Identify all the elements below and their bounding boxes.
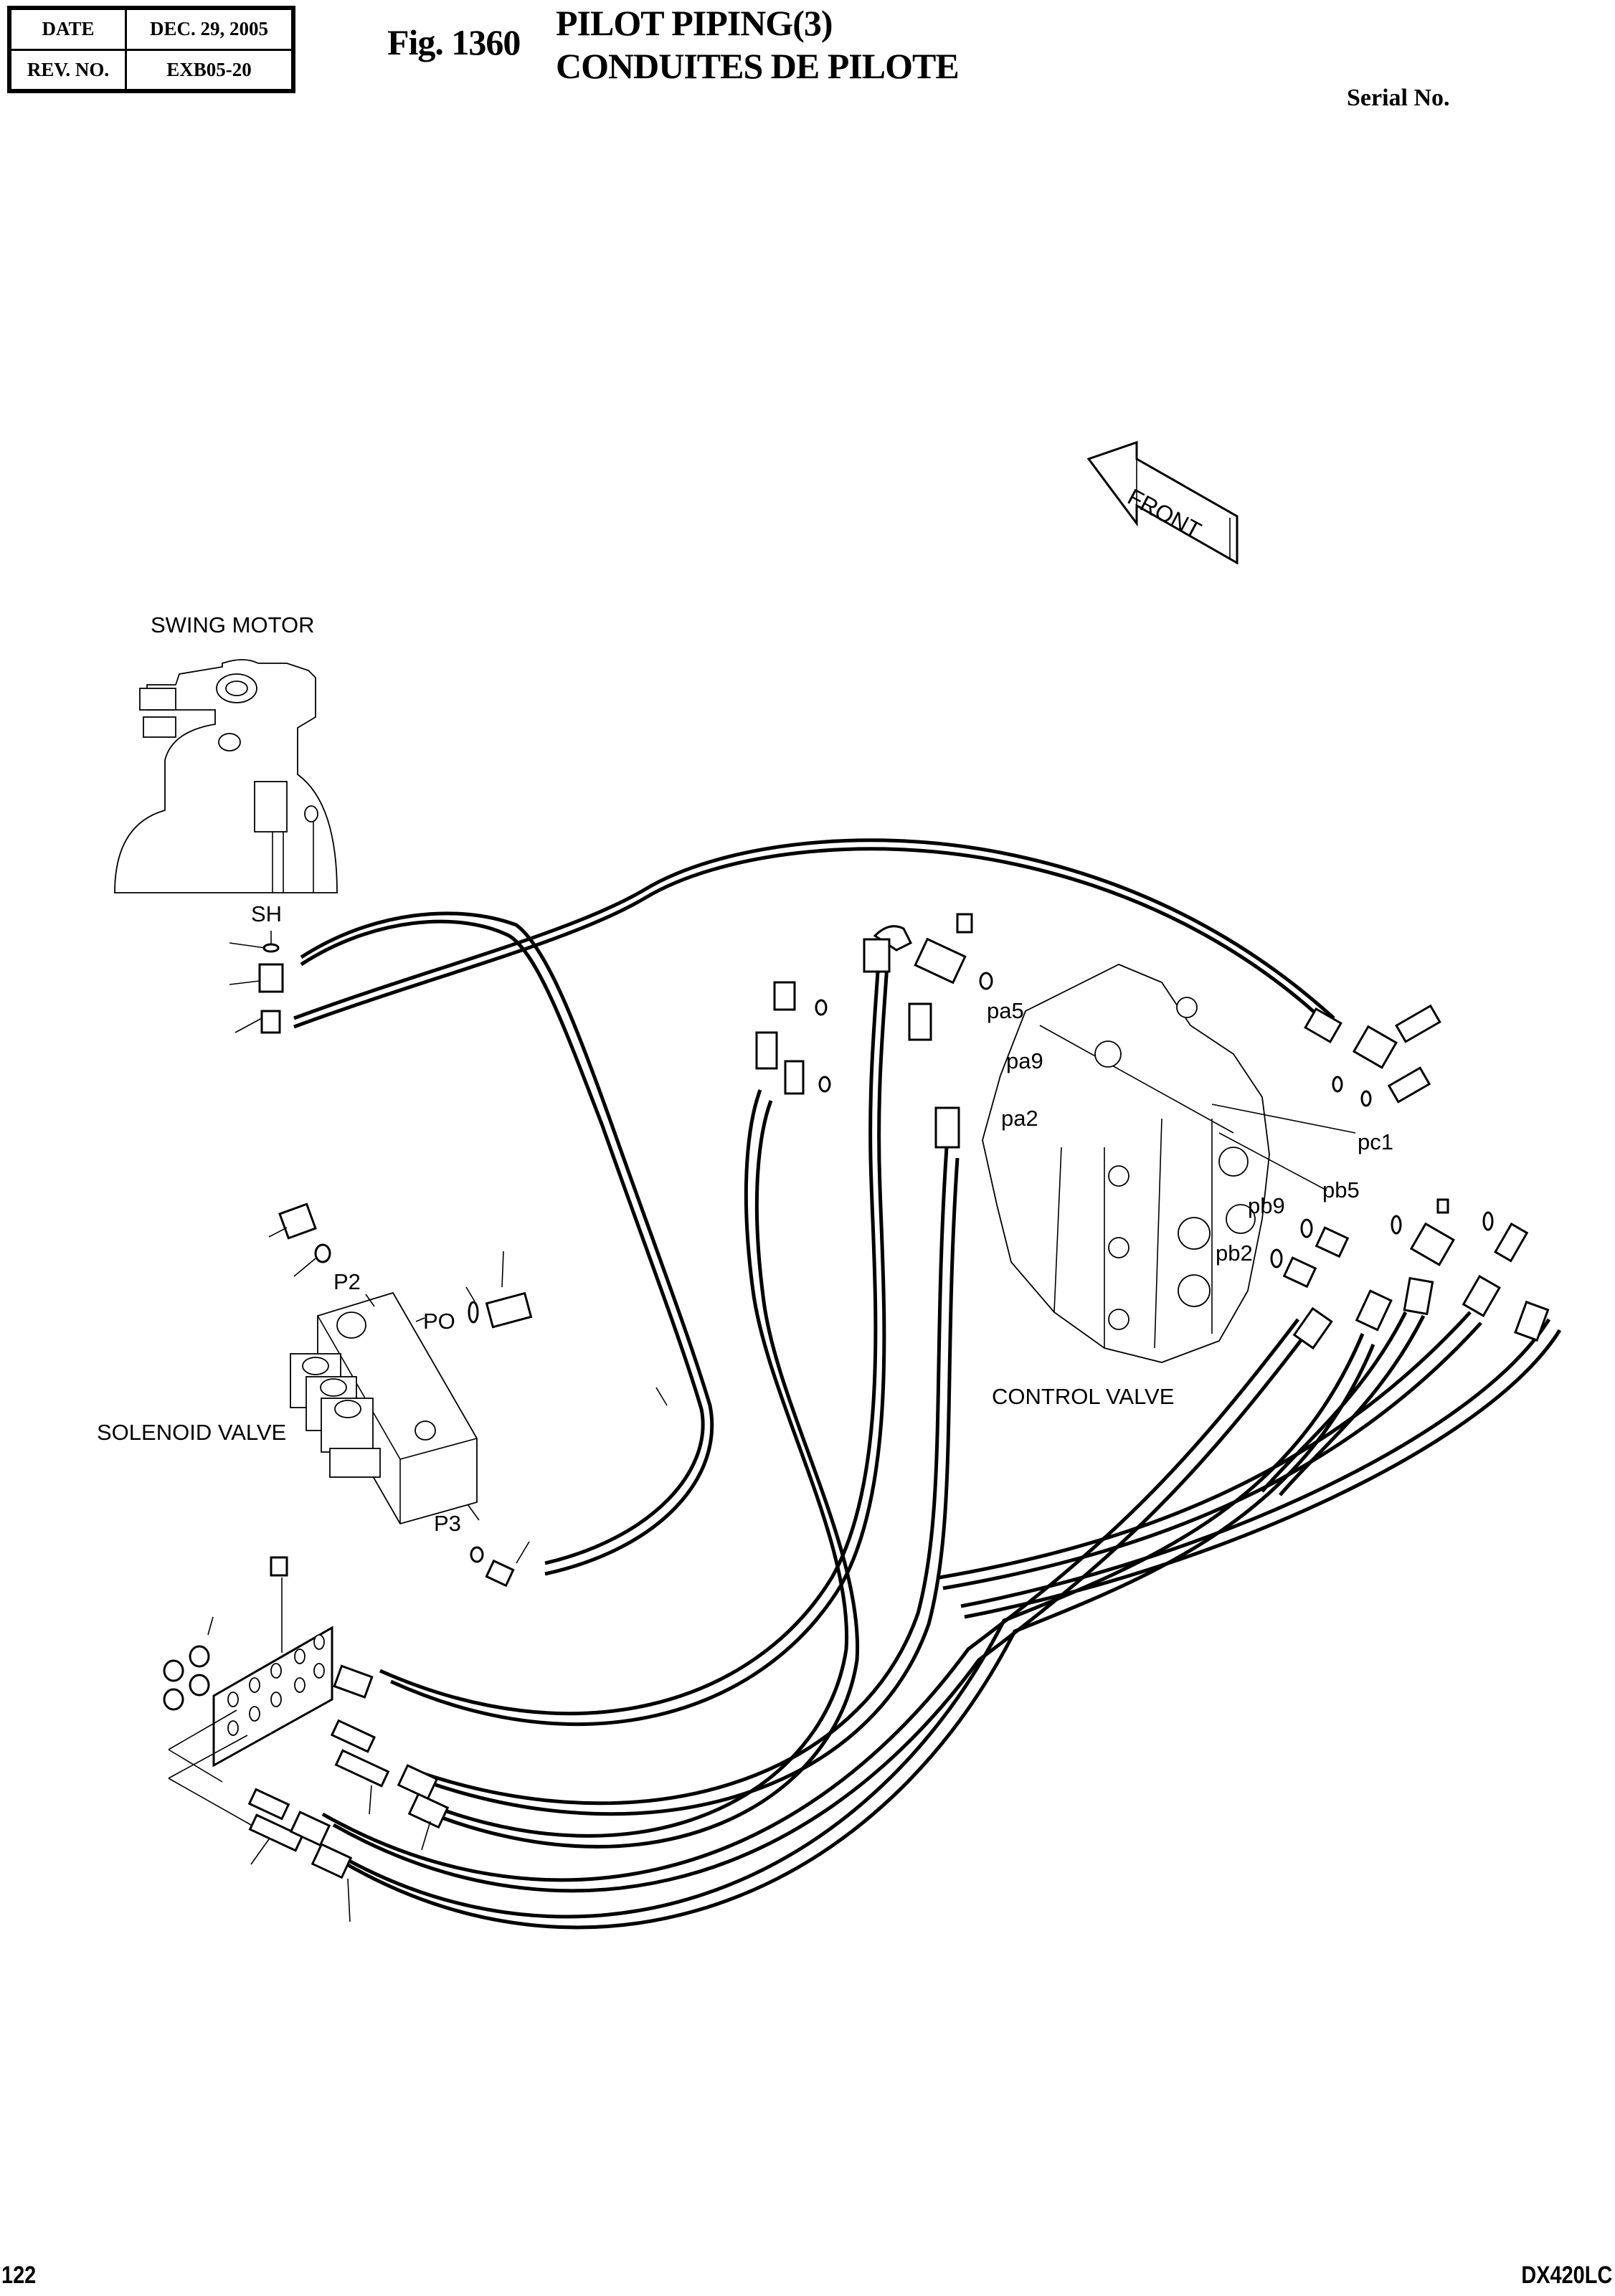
pilot-hoses: [293, 838, 1562, 1930]
swing-motor-label: SWING MOTOR: [151, 612, 314, 637]
hose-sh-to-p3: [300, 911, 714, 1576]
date-value: DEC. 29, 2005: [125, 6, 295, 51]
leader-line: [655, 1387, 668, 1406]
rev-label: REV. NO.: [8, 48, 127, 92]
figure-number: Fig. 1360: [387, 22, 521, 62]
date-label: DATE: [8, 6, 127, 51]
pa2-port-label: pa2: [1001, 1106, 1038, 1131]
hose-pa9: [379, 960, 881, 1716]
pc1-port-label: pc1: [1358, 1129, 1393, 1154]
p2-port-label: P2: [333, 1269, 361, 1294]
hose-pa5: [415, 1089, 849, 1838]
hose-pb2: [321, 1318, 1299, 1882]
title-french: CONDUITES DE PILOTE: [556, 46, 960, 86]
control-valve: CONTROL VALVE pa5 pa9 pa2 pb5 pc1 pb9 pb…: [982, 964, 1393, 1409]
po-port-label: PO: [423, 1309, 455, 1334]
control-valve-left-fittings: [755, 913, 993, 1149]
control-valve-label: CONTROL VALVE: [992, 1384, 1174, 1409]
p3-port-label: P3: [434, 1511, 461, 1536]
page-number: 122: [1, 2262, 37, 2289]
model-number: DX420LC: [1521, 2262, 1612, 2289]
sh-port-fitting: SH: [229, 901, 284, 1034]
figure-title: PILOT PIPING(3) CONDUITES DE PILOTE: [556, 1, 960, 87]
hose-sh-to-pc1: [293, 838, 1335, 1020]
pa5-port-label: pa5: [987, 998, 1024, 1023]
pa9-port-label: pa9: [1006, 1048, 1043, 1073]
hose-bracket-assembly: [163, 1556, 450, 1922]
title-english: PILOT PIPING(3): [556, 3, 833, 43]
hose-pb5: [1261, 1311, 1408, 1493]
pb9-port-label: pb9: [1248, 1193, 1285, 1218]
rev-value: EXB05-20: [125, 48, 295, 92]
serial-number-label: Serial No.: [1347, 85, 1450, 111]
sh-port-label: SH: [251, 901, 282, 926]
pb5-port-label: pb5: [1322, 1177, 1360, 1202]
control-valve-right-fittings: [1270, 1004, 1550, 1350]
front-direction-arrow: FRONT: [1086, 440, 1239, 565]
solenoid-valve: SOLENOID VALVE P2 PO P3: [97, 1202, 533, 1588]
swing-motor: SWING MOTOR: [114, 612, 338, 893]
hose-pb9: [328, 1333, 1365, 1919]
pb2-port-label: pb2: [1216, 1240, 1253, 1266]
solenoid-valve-label: SOLENOID VALVE: [97, 1420, 286, 1445]
hose-pa2: [415, 1147, 949, 1806]
revision-table: DATE DEC. 29, 2005 REV. NO. EXB05-20: [7, 6, 295, 93]
hose-pc1-return: [939, 1311, 1472, 1580]
